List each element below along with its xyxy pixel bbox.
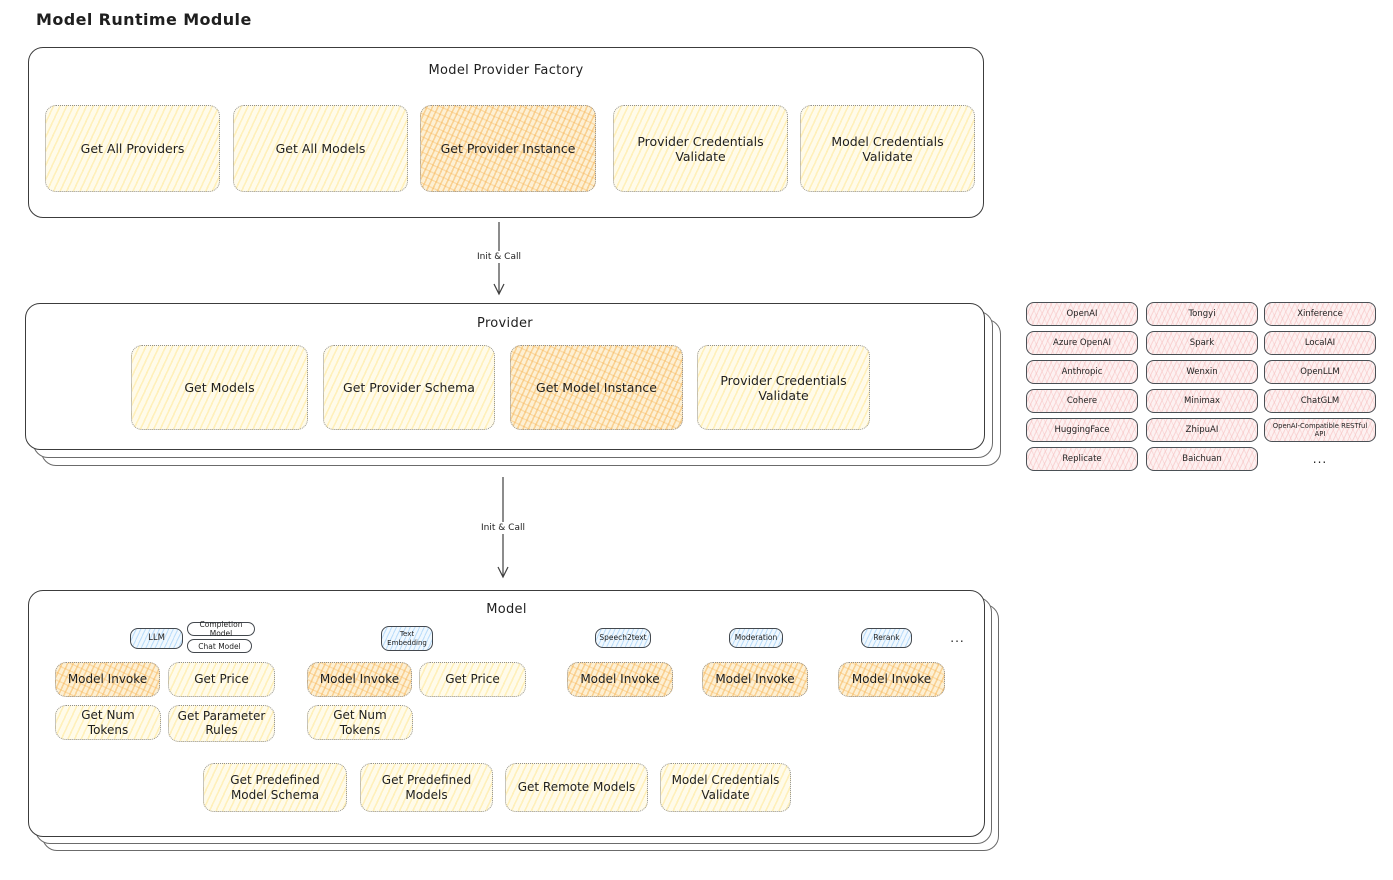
provider-action-provider-credentials-validate: Provider Credentials Validate <box>697 345 870 430</box>
model-action-speech2text-model-invoke: Model Invoke <box>567 662 673 697</box>
model-type-chip-rerank: Rerank <box>861 628 912 648</box>
model-type-chip-completion-model: Completion Model <box>187 620 255 638</box>
model-action-rerank-model-invoke: Model Invoke <box>838 662 945 697</box>
model-action-embedding-get-price: Get Price <box>419 662 526 697</box>
provider-pill-baichuan: Baichuan <box>1146 447 1258 471</box>
provider-pill-azure-openai: Azure OpenAI <box>1026 331 1138 355</box>
provider-pill-zhipuai: ZhipuAI <box>1146 418 1258 442</box>
factory-action-model-credentials-validate: Model Credentials Validate <box>800 105 975 192</box>
model-action-get-predefined-models: Get Predefined Models <box>360 763 493 812</box>
model-types-more-label: ... <box>950 630 965 645</box>
factory-title: Model Provider Factory <box>428 63 584 78</box>
model-action-llm-get-parameter-rules: Get Parameter Rules <box>168 705 275 742</box>
model-type-chip-text-embedding: Text Embedding <box>381 626 433 651</box>
model-action-get-predefined-model-schema: Get Predefined Model Schema <box>203 763 347 812</box>
model-action-embedding-get-num-tokens: Get Num Tokens <box>307 705 413 740</box>
provider-pill-chatglm: ChatGLM <box>1264 389 1376 413</box>
factory-action-get-all-models: Get All Models <box>233 105 408 192</box>
provider-pill-openllm: OpenLLM <box>1264 360 1376 384</box>
provider-pill-xinference: Xinference <box>1264 302 1376 326</box>
factory-action-get-all-providers: Get All Providers <box>45 105 220 192</box>
provider-title: Provider <box>477 316 533 331</box>
model-action-embedding-model-invoke: Model Invoke <box>307 662 412 697</box>
model-type-chip-chat-model: Chat Model <box>187 639 252 653</box>
provider-pill-anthropic: Anthropic <box>1026 360 1138 384</box>
provider-pill-spark: Spark <box>1146 331 1258 355</box>
provider-to-model-arrow-label: Init & Call <box>466 522 540 534</box>
providers-more-label: ... <box>1312 451 1328 466</box>
model-type-chip-speech2text: Speech2text <box>595 628 651 648</box>
model-action-llm-model-invoke: Model Invoke <box>55 662 160 697</box>
model-action-get-remote-models: Get Remote Models <box>505 763 648 812</box>
provider-pill-tongyi: Tongyi <box>1146 302 1258 326</box>
model-action-llm-get-num-tokens: Get Num Tokens <box>55 705 161 740</box>
factory-action-get-provider-instance: Get Provider Instance <box>420 105 596 192</box>
provider-pill-openai: OpenAI <box>1026 302 1138 326</box>
page-title: Model Runtime Module <box>36 10 252 29</box>
provider-action-get-models: Get Models <box>131 345 308 430</box>
provider-pill-huggingface: HuggingFace <box>1026 418 1138 442</box>
provider-pill-replicate: Replicate <box>1026 447 1138 471</box>
provider-pill-openai-compatible-restful-api: OpenAI-Compatible RESTful API <box>1264 418 1376 442</box>
provider-pill-wenxin: Wenxin <box>1146 360 1258 384</box>
model-action-llm-get-price: Get Price <box>168 662 275 697</box>
provider-pill-minimax: Minimax <box>1146 389 1258 413</box>
provider-action-get-provider-schema: Get Provider Schema <box>323 345 495 430</box>
factory-action-provider-credentials-validate: Provider Credentials Validate <box>613 105 788 192</box>
model-action-moderation-model-invoke: Model Invoke <box>702 662 808 697</box>
provider-pill-cohere: Cohere <box>1026 389 1138 413</box>
model-type-chip-llm: LLM <box>130 628 183 649</box>
model-action-model-credentials-validate: Model Credentials Validate <box>660 763 791 812</box>
model-type-chip-moderation: Moderation <box>729 628 783 648</box>
provider-action-get-model-instance: Get Model Instance <box>510 345 683 430</box>
model-title: Model <box>486 602 527 617</box>
factory-to-provider-arrow-label: Init & Call <box>462 251 536 263</box>
provider-pill-localai: LocalAI <box>1264 331 1376 355</box>
